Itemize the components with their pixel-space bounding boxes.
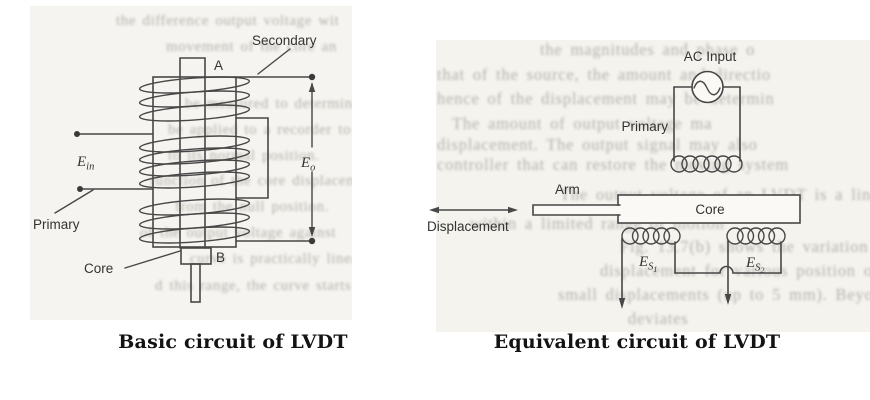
label-point-a: A [214, 58, 223, 73]
left-figure-caption: Basic circuit of LVDT [118, 331, 348, 353]
label-ac-input: AC Input [684, 49, 737, 64]
label-primary: Primary [622, 119, 669, 134]
secondary-callout-line [257, 48, 291, 75]
winding-coil [138, 76, 251, 244]
label-e-o: Eo [300, 155, 315, 174]
primary-callout-line [54, 189, 94, 214]
label-core: Core [84, 261, 113, 276]
displacement-arrow [429, 206, 518, 214]
label-e-in: Ein [76, 154, 94, 173]
secondary-coil-1 [618, 227, 681, 309]
label-point-b: B [216, 250, 225, 265]
arm-rod [532, 204, 621, 216]
coil-former [152, 76, 237, 248]
label-primary: Primary [33, 217, 80, 232]
label-e-s2: ES2 [745, 255, 764, 275]
primary-terminals [74, 131, 154, 192]
right-scan-region [436, 40, 870, 332]
secondary-link-wire [235, 117, 269, 199]
sine-wave-icon [693, 80, 721, 96]
ac-source-icon [691, 70, 724, 104]
core-rod [179, 57, 212, 303]
primary-coil [670, 155, 743, 173]
lvdt-equivalent-diagram: Core Arm Displacement [427, 49, 801, 309]
secondary-coil-2 [724, 227, 786, 305]
right-figure-caption: Equivalent circuit of LVDT [493, 331, 781, 353]
label-core: Core [695, 202, 724, 217]
label-secondary: Secondary [252, 33, 317, 48]
secondary-terminals [235, 73, 316, 245]
primary-circuit [670, 70, 743, 173]
label-e-s1: ES1 [638, 254, 657, 274]
lvdt-basic-diagram: Secondary A B Primary Core Ein Eo [33, 33, 317, 303]
label-arm: Arm [555, 182, 580, 197]
core-callout-line [124, 250, 181, 269]
label-displacement: Displacement [427, 219, 509, 234]
output-voltage-arrow [308, 82, 316, 237]
series-connection-wire [674, 265, 782, 274]
